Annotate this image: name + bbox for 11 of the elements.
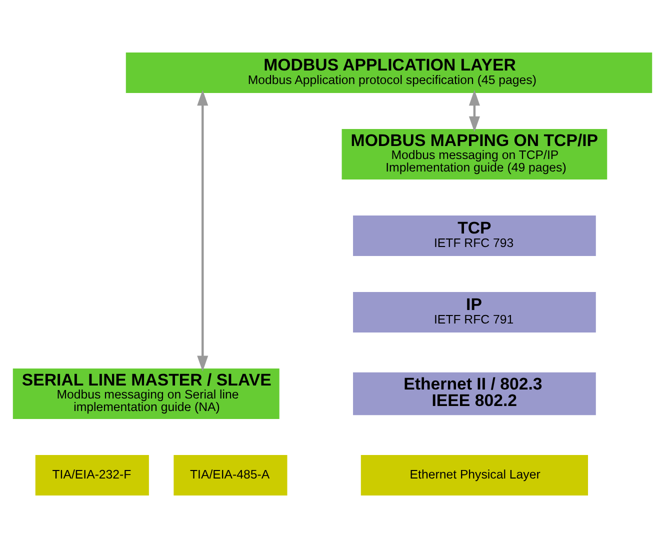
- arrow: [197, 90, 208, 372]
- node-box: Ethernet II / 802.3 IEEE 802.2: [353, 372, 596, 416]
- arrow: [468, 90, 480, 132]
- node-box: MODBUS MAPPING ON TCP/IP Modbus messaging on TCP/IP Implementation guide (49 pages): [342, 128, 608, 180]
- node-box: Ethernet Physical Layer: [360, 455, 588, 496]
- node-box: TIA/EIA-485-A: [174, 455, 288, 496]
- node-box: IP IETF RFC 791: [353, 292, 596, 332]
- node-box: SERIAL LINE MASTER / SLAVE Modbus messaging on Serial line implementation guide (NA): [12, 368, 280, 420]
- node-box: MODBUS APPLICATION LAYER Modbus Application protocol specification (45 pages): [126, 52, 652, 93]
- node-box: TIA/EIA-232-F: [35, 455, 149, 496]
- node-box: TCP IETF RFC 793: [353, 216, 596, 256]
